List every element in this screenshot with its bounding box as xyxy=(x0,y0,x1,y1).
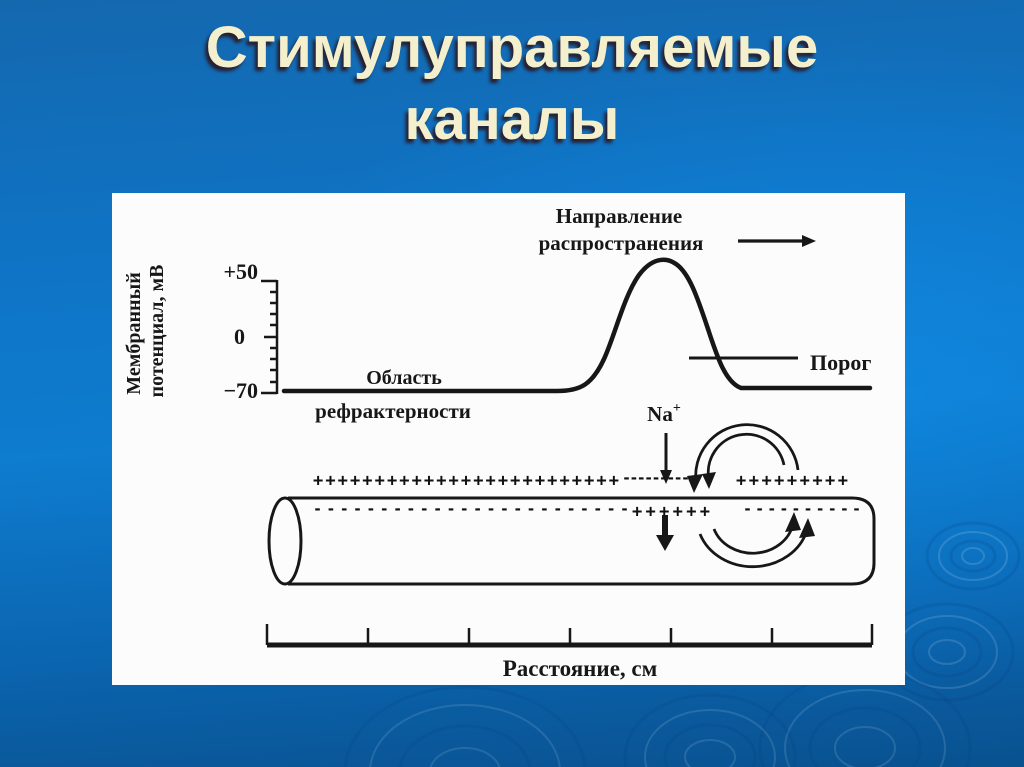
x-axis-scale-bar xyxy=(265,624,874,648)
inner-current-arrow-icon xyxy=(656,515,674,551)
y-axis-ruler xyxy=(261,279,279,395)
na-label-superscript: + xyxy=(673,401,681,416)
refractory-label-line2: рефрактерности xyxy=(315,399,471,423)
title-line1: Стимулуправляемые xyxy=(205,15,819,80)
x-axis-label: Расстояние, см xyxy=(503,656,658,681)
na-entry-arrow-icon xyxy=(660,433,672,484)
y-axis-label: Мембранный потенциал, мВ xyxy=(123,265,168,398)
slide-title: Стимулуправляемые каналы xyxy=(0,12,1024,156)
action-potential-curve xyxy=(281,257,873,394)
y-tick-plus50: +50 xyxy=(223,259,258,284)
direction-label-line2: распространения xyxy=(539,231,704,255)
outer-mid-minus-charges: --------- xyxy=(622,469,690,487)
y-axis-label-line2: потенциал, мВ xyxy=(146,265,168,398)
inner-left-minus-charges: ------------------------ xyxy=(313,500,629,518)
inner-right-minus-charges: ---------- xyxy=(743,500,861,518)
outer-right-plus-charges: +++++++++ xyxy=(736,471,848,491)
upper-current-loop-icon xyxy=(687,423,800,493)
action-potential-diagram: Направление распространения Мембранный п… xyxy=(123,204,876,681)
direction-label-line1: Направление xyxy=(556,204,683,228)
membrane-charges: +++++++++++++++++++++++++ --------- ++++… xyxy=(313,469,861,522)
outer-left-plus-charges: +++++++++++++++++++++++++ xyxy=(313,471,619,491)
title-line2: каналы xyxy=(404,87,620,152)
axon-cylinder xyxy=(267,496,876,586)
direction-label: Направление распространения xyxy=(539,204,704,255)
y-tick-zero: 0 xyxy=(234,324,245,349)
direction-arrow-icon xyxy=(738,235,816,247)
refractory-label-line1: Область xyxy=(366,367,442,389)
lower-current-loop-icon xyxy=(698,512,815,569)
inner-mid-plus-charges: ++++++ xyxy=(632,502,710,522)
na-ion-label: Na+ xyxy=(647,401,681,426)
y-tick-minus70: −70 xyxy=(223,378,258,403)
threshold-label: Порог xyxy=(810,350,871,375)
y-axis-label-line1: Мембранный xyxy=(123,272,145,394)
diagram-panel: Направление распространения Мембранный п… xyxy=(112,193,905,685)
na-label-text: Na xyxy=(647,402,673,426)
